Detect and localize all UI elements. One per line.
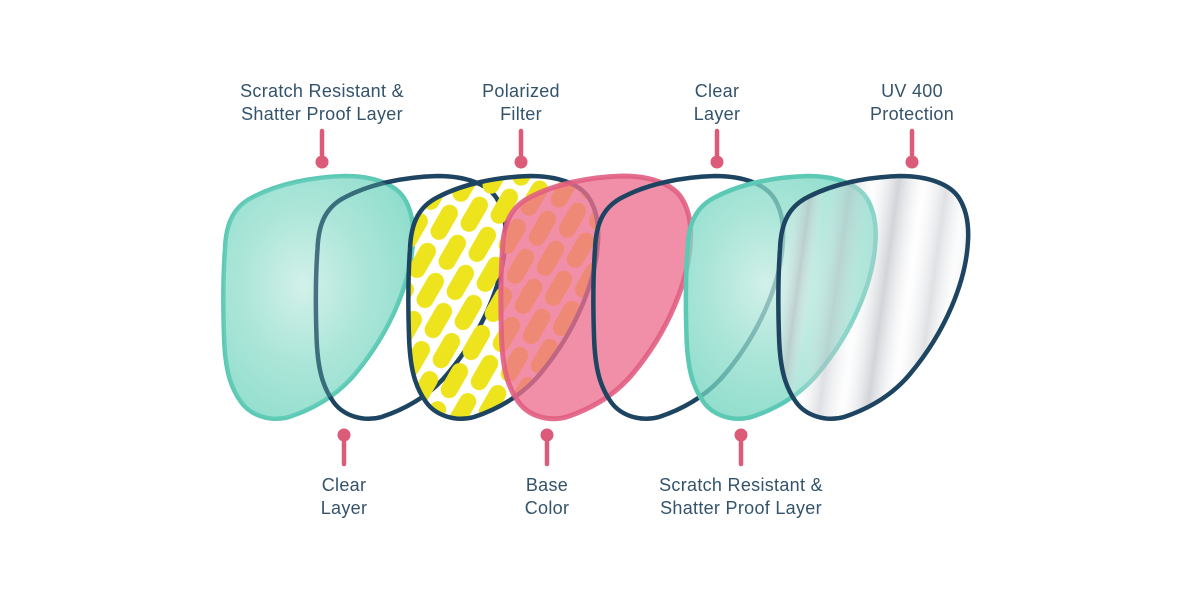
pin-scratch-resistant-front <box>315 128 329 169</box>
pin-clear-front <box>337 428 351 467</box>
label-scratch-resistant-front: Scratch Resistant & Shatter Proof Layer <box>240 81 404 124</box>
pin-base-color <box>540 428 554 467</box>
pin-polarized-filter <box>514 128 528 169</box>
lens-scratch-resistant-front-tint <box>223 176 414 419</box>
pin-scratch-resistant-back <box>734 428 748 467</box>
label-polarized-filter: Polarized Filter <box>482 81 560 124</box>
lens-uv-400-protection <box>778 176 968 419</box>
label-scratch-resistant-back: Scratch Resistant & Shatter Proof Layer <box>659 475 823 518</box>
pin-clear-back <box>710 128 724 169</box>
pin-uv-400-protection <box>905 128 919 169</box>
label-clear-back: Clear Layer <box>693 81 741 124</box>
label-clear-front: Clear Layer <box>320 475 368 518</box>
label-base-color: Base Color <box>524 475 570 518</box>
label-uv-400-protection: UV 400 Protection <box>869 81 955 124</box>
lens-base-color <box>501 176 691 419</box>
